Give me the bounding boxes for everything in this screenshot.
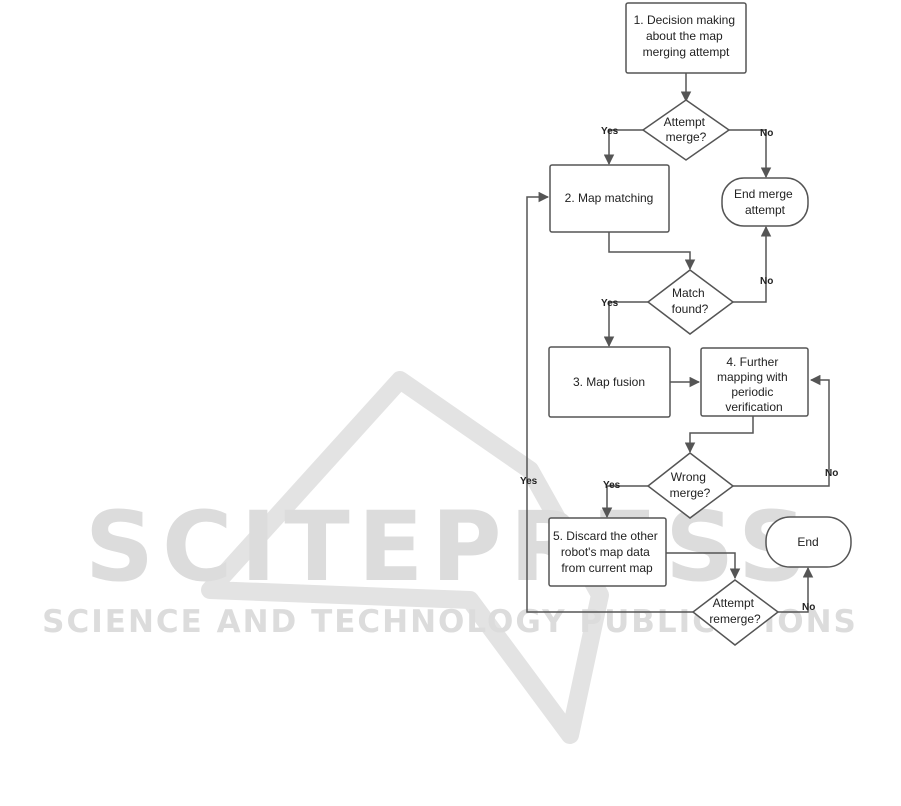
edges: [526, 73, 830, 613]
label-end: End: [797, 535, 818, 549]
edge-d1-yes-n2: [603, 129, 643, 166]
label-attempt-merge: Attempt merge?: [664, 115, 709, 144]
edge-d4-yes-n2: [526, 191, 693, 613]
edge-label-d2-yes: Yes: [601, 298, 619, 309]
label-decision-making: 1. Decision making about the map merging…: [634, 13, 739, 59]
process-box-decision-making: [625, 2, 747, 74]
node-labels: 1. Decision making about the map merging…: [553, 13, 819, 626]
edge-label-d2-no: No: [760, 276, 773, 287]
edge-n2-d2: [608, 232, 696, 271]
edge-d2-no-end-merge: [733, 225, 772, 303]
nodes: [548, 2, 852, 646]
process-box-further-mapping: [700, 347, 809, 417]
decision-attempt-merge: [641, 99, 731, 161]
label-discard-map-data: 5. Discard the other robot's map data fr…: [553, 529, 661, 575]
edge-label-d1-no: No: [760, 128, 773, 139]
label-wrong-merge: Wrong merge?: [670, 470, 711, 500]
watermark-main-text: SCITEPRESS: [85, 491, 815, 603]
edge-label-d3-no: No: [825, 468, 838, 479]
decision-wrong-merge: [646, 452, 735, 519]
label-map-fusion: 3. Map fusion: [573, 375, 645, 389]
edge-n5-d4: [666, 552, 741, 580]
edge-label-d4-yes: Yes: [520, 476, 538, 487]
label-further-mapping: 4. Further mapping with periodic verific…: [717, 355, 791, 414]
terminal-end-merge-attempt: [721, 177, 809, 227]
edge-labels: Yes No Yes No Yes No Yes No: [520, 126, 838, 613]
edge-label-d3-yes: Yes: [603, 480, 621, 491]
process-box-map-matching: [549, 164, 670, 233]
process-box-map-fusion: [548, 346, 671, 418]
edge-label-d1-yes: Yes: [601, 126, 619, 137]
watermark-book-shape: [201, 371, 609, 744]
edge-d2-yes-n3: [603, 301, 650, 348]
label-attempt-remerge: Attempt remerge?: [709, 596, 761, 626]
edge-d1-no-end-merge: [728, 129, 772, 179]
terminal-end: [765, 516, 852, 568]
decision-match-found: [646, 269, 735, 335]
label-end-merge-attempt: End merge attempt: [734, 187, 796, 217]
label-map-matching: 2. Map matching: [565, 191, 654, 205]
edge-d3-yes-n5: [601, 485, 648, 519]
edge-n4-d3: [684, 416, 754, 454]
edge-label-d4-no: No: [802, 602, 815, 613]
edge-d3-no-n4: [733, 374, 830, 487]
decision-attempt-remerge: [691, 579, 780, 646]
label-match-found: Match found?: [672, 286, 709, 316]
edge-d4-no-end: [778, 566, 814, 613]
process-box-discard-map-data: [548, 517, 667, 587]
